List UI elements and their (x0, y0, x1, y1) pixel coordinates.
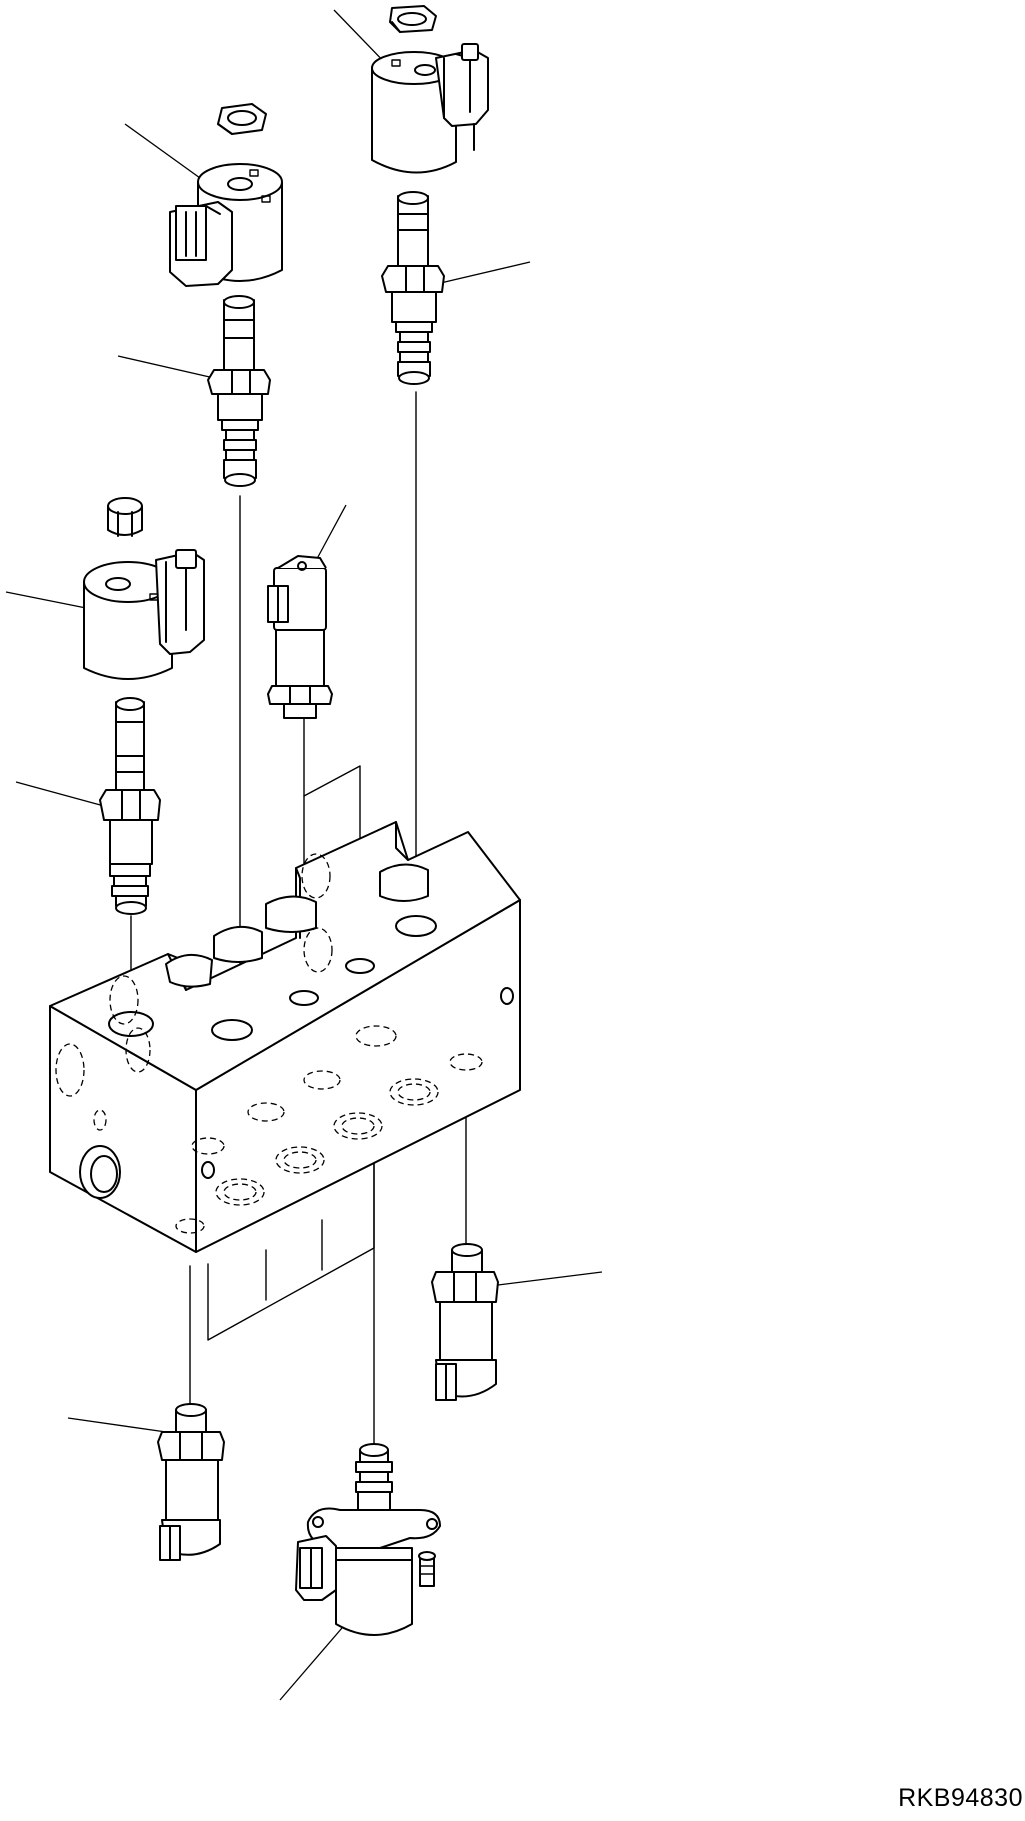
solenoid-coil-mid-left (84, 550, 204, 679)
nut-top-right (390, 6, 436, 32)
solenoid-coil-top-right (372, 44, 488, 173)
solenoid-valve-upper-left (208, 296, 270, 486)
drawing-code-label: RKB94830 (898, 1784, 1023, 1812)
proportional-solenoid-bottom (296, 1444, 440, 1635)
solenoid-valve-mid-left (100, 698, 160, 914)
nut-upper-left (218, 104, 266, 134)
solenoid-valve-top-right (382, 192, 444, 384)
pressure-sensor-left (158, 1404, 224, 1560)
solenoid-coil-upper-left (170, 164, 282, 286)
pressure-sensor-center (268, 556, 332, 718)
leader-lines (6, 10, 602, 1700)
pressure-sensor-right (432, 1244, 498, 1400)
nut-mid-left (108, 498, 142, 536)
valve-block (50, 822, 520, 1252)
